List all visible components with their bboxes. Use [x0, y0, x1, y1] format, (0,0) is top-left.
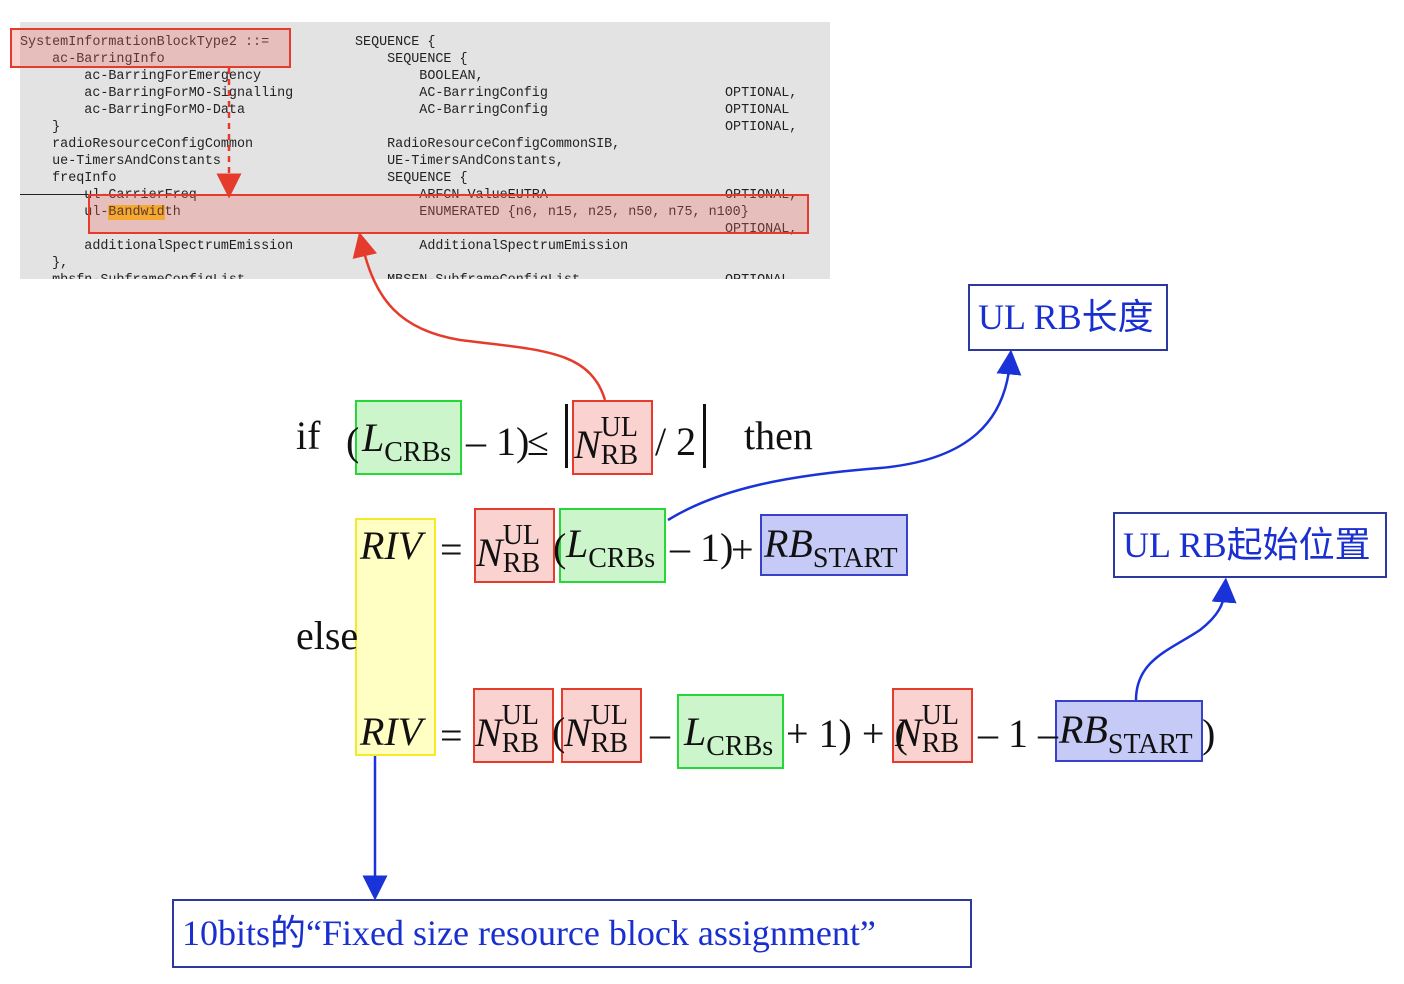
blue-curve-arrow-length: [667, 349, 1022, 522]
code-field-type: SEQUENCE {: [355, 171, 468, 186]
open-paren-riv2: (: [552, 709, 566, 754]
minus-one-paren-riv1: – 1): [670, 525, 734, 570]
l-crbs-if: LCRBs: [362, 415, 452, 469]
n-ul-rb-box-if: [572, 400, 653, 475]
code-field-optional: OPTIONAL,: [725, 86, 798, 101]
fixed-size-rb-assignment-label: 10bits的“Fixed size resource block assign…: [172, 899, 972, 968]
code-field-name: mbsfn-SubframeConfigList: [20, 272, 245, 279]
code-field-type: ENUMERATED {n6, n15, n25, n50, n75, n100…: [355, 205, 749, 220]
code-field-type: SEQUENCE {: [355, 52, 468, 67]
code-field-name: },: [20, 256, 69, 271]
rb-start-riv1: RBSTART: [764, 521, 898, 575]
riv-highlight-box: [355, 518, 436, 756]
riv-label-1: RIV: [360, 523, 423, 568]
code-field-optional: OPTIONAL,: [725, 272, 797, 279]
code-field-optional: OPTIONAL: [725, 103, 790, 118]
blue-curve-arrow-start: [1134, 577, 1237, 701]
code-field-name: ac-BarringForMO-Signalling: [20, 86, 294, 101]
l-crbs-riv1: LCRBs: [566, 521, 656, 575]
n-ul-rb-box-riv2a: [473, 688, 554, 763]
code-field-name: ul-Bandwidth: [20, 205, 181, 220]
else-keyword: else: [296, 613, 359, 658]
l-crbs-box-riv2: [677, 694, 784, 769]
code-field-type: UE-TimersAndConstants,: [355, 154, 564, 169]
code-field-type: RadioResourceConfigCommonSIB,: [355, 137, 621, 152]
code-field-name: radioResourceConfigCommon: [20, 137, 254, 152]
code-field-name: freqInfo: [20, 171, 117, 186]
code-field-type: SEQUENCE {: [355, 35, 436, 50]
ul-rb-length-label: UL RB长度: [968, 284, 1168, 351]
red-curve-arrow: [352, 231, 607, 401]
if-keyword: if: [296, 413, 321, 458]
equals-2: =: [440, 713, 463, 758]
l-crbs-box-if: [355, 400, 462, 475]
le-sign: ≤: [527, 419, 549, 464]
plus-riv1: +: [731, 527, 754, 572]
code-field-name: SystemInformationBlockType2 ::=: [20, 35, 270, 50]
minus-riv2: –: [650, 711, 670, 756]
code-field-name: }: [20, 120, 61, 135]
l-crbs-riv2: LCRBs: [684, 709, 774, 763]
floor-bracket-left: [565, 404, 568, 468]
minus-one-minus-riv2: – 1 –: [978, 711, 1058, 756]
ul-rb-start-label: UL RB起始位置: [1113, 512, 1387, 578]
asn1-code-panel: SystemInformationBlockType2 ::=SEQUENCE …: [20, 22, 830, 279]
code-field-name: ac-BarringForMO-Data: [20, 103, 245, 118]
if-open-paren: (: [346, 419, 360, 464]
rb-start-box-riv2: [1055, 700, 1203, 762]
n-ul-rb-box-riv2c: [892, 688, 973, 763]
code-field-name: ac-BarringForEmergency: [20, 69, 262, 84]
code-field-type: MBSFN-SubframeConfigList: [355, 272, 580, 279]
plus-one-paren-riv2: + 1) + (: [786, 711, 908, 756]
riv-label-2: RIV: [360, 709, 423, 754]
ul-bandwidth-highlight-box: [88, 194, 809, 234]
l-crbs-box-riv1: [559, 508, 666, 583]
then-keyword: then: [744, 413, 813, 458]
sib2-highlight-box: [10, 28, 291, 68]
code-field-type: AC-BarringConfig: [355, 103, 548, 118]
div-two: / 2: [655, 419, 697, 464]
equals-1: =: [440, 527, 463, 572]
floor-bracket-right: [703, 404, 706, 468]
n-ul-rb-box-riv2b: [561, 688, 642, 763]
n-ul-rb-box-riv1: [474, 508, 555, 583]
code-field-name: additionalSpectrumEmission: [20, 239, 294, 254]
code-field-type: BOOLEAN,: [355, 69, 484, 84]
close-paren-riv2: ): [1202, 711, 1216, 756]
code-field-name: ac-BarringInfo: [20, 52, 165, 67]
bandwidth-highlight: Bandwid: [108, 205, 165, 220]
code-field-optional: OPTIONAL,: [725, 120, 798, 135]
code-field-type: AC-BarringConfig: [355, 86, 548, 101]
code-field-name: ue-TimersAndConstants: [20, 154, 221, 169]
rb-start-riv2: RBSTART: [1059, 707, 1193, 761]
rb-start-box-riv1: [760, 514, 908, 576]
minus-one-paren-if: – 1): [466, 419, 530, 464]
open-paren-riv1: (: [553, 525, 567, 570]
code-field-type: AdditionalSpectrumEmission: [355, 239, 629, 254]
